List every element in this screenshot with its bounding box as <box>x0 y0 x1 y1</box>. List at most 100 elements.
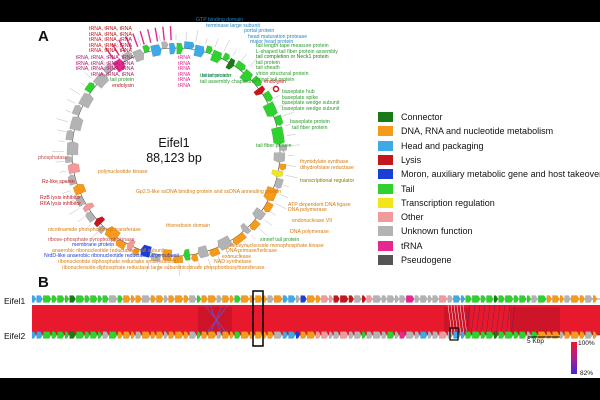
gene-arrow <box>222 331 230 339</box>
top-black-bar <box>0 0 600 22</box>
label-leader <box>224 40 230 51</box>
gene-arrow <box>90 295 98 303</box>
gene-arrow <box>150 331 156 339</box>
gene-arrow <box>172 255 184 264</box>
gene-label: GTP binding domain <box>196 17 244 23</box>
gene-arrow <box>201 295 208 303</box>
gene-label: ribonucleoside-diphosphate reductase lar… <box>62 264 181 271</box>
gene-labels-right-lower: thymidylate synthase dihydrofolate reduc… <box>288 159 372 235</box>
legend-item: Moron, auxiliary metabolic gene and host… <box>378 167 600 181</box>
gene-arrow <box>135 295 142 303</box>
gene-label: endolysin <box>264 79 286 85</box>
gene-arrow <box>427 295 433 303</box>
label-leader <box>68 208 80 215</box>
label-leader <box>282 112 294 117</box>
gene-arrow <box>255 295 263 303</box>
trna-mark <box>154 27 159 42</box>
gene-arrow <box>193 44 205 58</box>
gene-label: membrane protein <box>72 242 115 249</box>
gene-label: Gp2.5-like ssDNA binding protein and ssD… <box>136 189 282 195</box>
identity-line <box>510 304 516 336</box>
gene-arrow <box>505 331 514 339</box>
gene-labels-endolysin: endolysin <box>264 79 304 86</box>
gene-label: head maturation protease <box>248 33 308 40</box>
identity-line <box>480 304 486 336</box>
gene-arrow <box>216 331 222 339</box>
genome-title: Eifel1 88,123 bp <box>126 136 222 166</box>
legend-item: Head and packaging <box>378 139 600 153</box>
gene-arrow <box>472 331 481 339</box>
gene-arrow <box>328 295 334 303</box>
gene-arrow <box>513 331 519 339</box>
gene-arrow <box>229 331 235 339</box>
gene-label: minor tail protein <box>256 76 295 83</box>
gene-arrow <box>156 331 164 339</box>
identity-line <box>453 304 459 336</box>
gene-arrow <box>222 295 230 303</box>
gene-labels-bottom-right-2: sinnef tail protein deoxynucleoside mono… <box>180 237 324 272</box>
gene-arrow <box>348 295 354 303</box>
gene-arrow <box>394 295 400 303</box>
legend-label: Transcription regulation <box>401 197 495 208</box>
gene-arrow <box>57 331 65 339</box>
gene-arrow <box>31 295 37 303</box>
identity-line <box>505 304 511 336</box>
gene-arrow <box>432 295 439 303</box>
gene-arrow <box>406 295 415 303</box>
gene-arrow <box>279 144 288 152</box>
trna-mark <box>146 29 152 44</box>
gene-arrow <box>267 331 274 339</box>
gene-arrow <box>142 44 150 54</box>
gene-arrow <box>274 177 284 189</box>
legend-label: Head and packaging <box>401 140 484 151</box>
gene-label: tail fiber protein <box>256 143 292 149</box>
legend-label: Moron, auxiliary metabolic gene and host… <box>401 169 600 180</box>
gene-arrow <box>92 72 110 89</box>
gene-arrow <box>414 331 420 339</box>
gene-arrow <box>150 253 161 262</box>
gene-arrow <box>90 331 98 339</box>
gene-arrow <box>142 331 151 339</box>
gene-arrow <box>381 331 387 339</box>
gene-arrow <box>498 331 505 339</box>
gene-arrow <box>241 331 250 339</box>
gene-labels-baseplate: baseplate hub baseplate spike baseplate … <box>282 89 372 132</box>
gene-arrow <box>552 295 560 303</box>
gene-arrow <box>196 331 202 339</box>
legend-label: Unknown function <box>401 226 473 237</box>
gene-labels-left-kinase: polynucleotide kinase <box>98 169 168 176</box>
label-leader <box>208 259 213 271</box>
gene-arrow <box>251 75 263 87</box>
label-leader <box>268 82 280 90</box>
legend-label: DNA, RNA and nucleotide metabolism <box>401 126 554 137</box>
gene-arrow <box>168 42 176 55</box>
track-label-eifel1: Eifel1 <box>4 296 26 306</box>
gene-label: tail completion or Neck1 protein <box>256 54 329 61</box>
gene-label: transcriptional regulator <box>300 178 355 185</box>
gene-arrow <box>163 295 169 303</box>
gene-label: anaerobic ribonucleotide reductase small… <box>52 247 165 254</box>
gene-arrow <box>531 295 538 303</box>
gene-label: tail length tape measure protein <box>256 43 329 49</box>
gene-label: tRNA, tRNA, tRNA <box>89 37 132 44</box>
label-leader <box>128 43 132 50</box>
gene-label: baseplate protein <box>290 119 330 126</box>
legend-item: Connector <box>378 110 600 124</box>
legend-item: Tail <box>378 182 600 196</box>
gene-arrow <box>57 295 65 303</box>
gene-arrow <box>109 295 118 303</box>
gene-arrow <box>340 295 349 303</box>
trna-mark <box>125 36 132 50</box>
identity-line <box>462 304 468 336</box>
gene-arrow <box>120 51 133 62</box>
identity-line <box>450 304 456 336</box>
gene-arrow <box>282 295 288 303</box>
label-leader <box>256 69 261 75</box>
gene-arrow <box>84 331 90 339</box>
label-leader <box>287 165 297 167</box>
gene-arrow <box>217 235 234 251</box>
gene-arrow <box>274 295 283 303</box>
gene-arrow <box>43 331 52 339</box>
gene-arrow <box>373 331 382 339</box>
trna-mark <box>132 33 139 47</box>
